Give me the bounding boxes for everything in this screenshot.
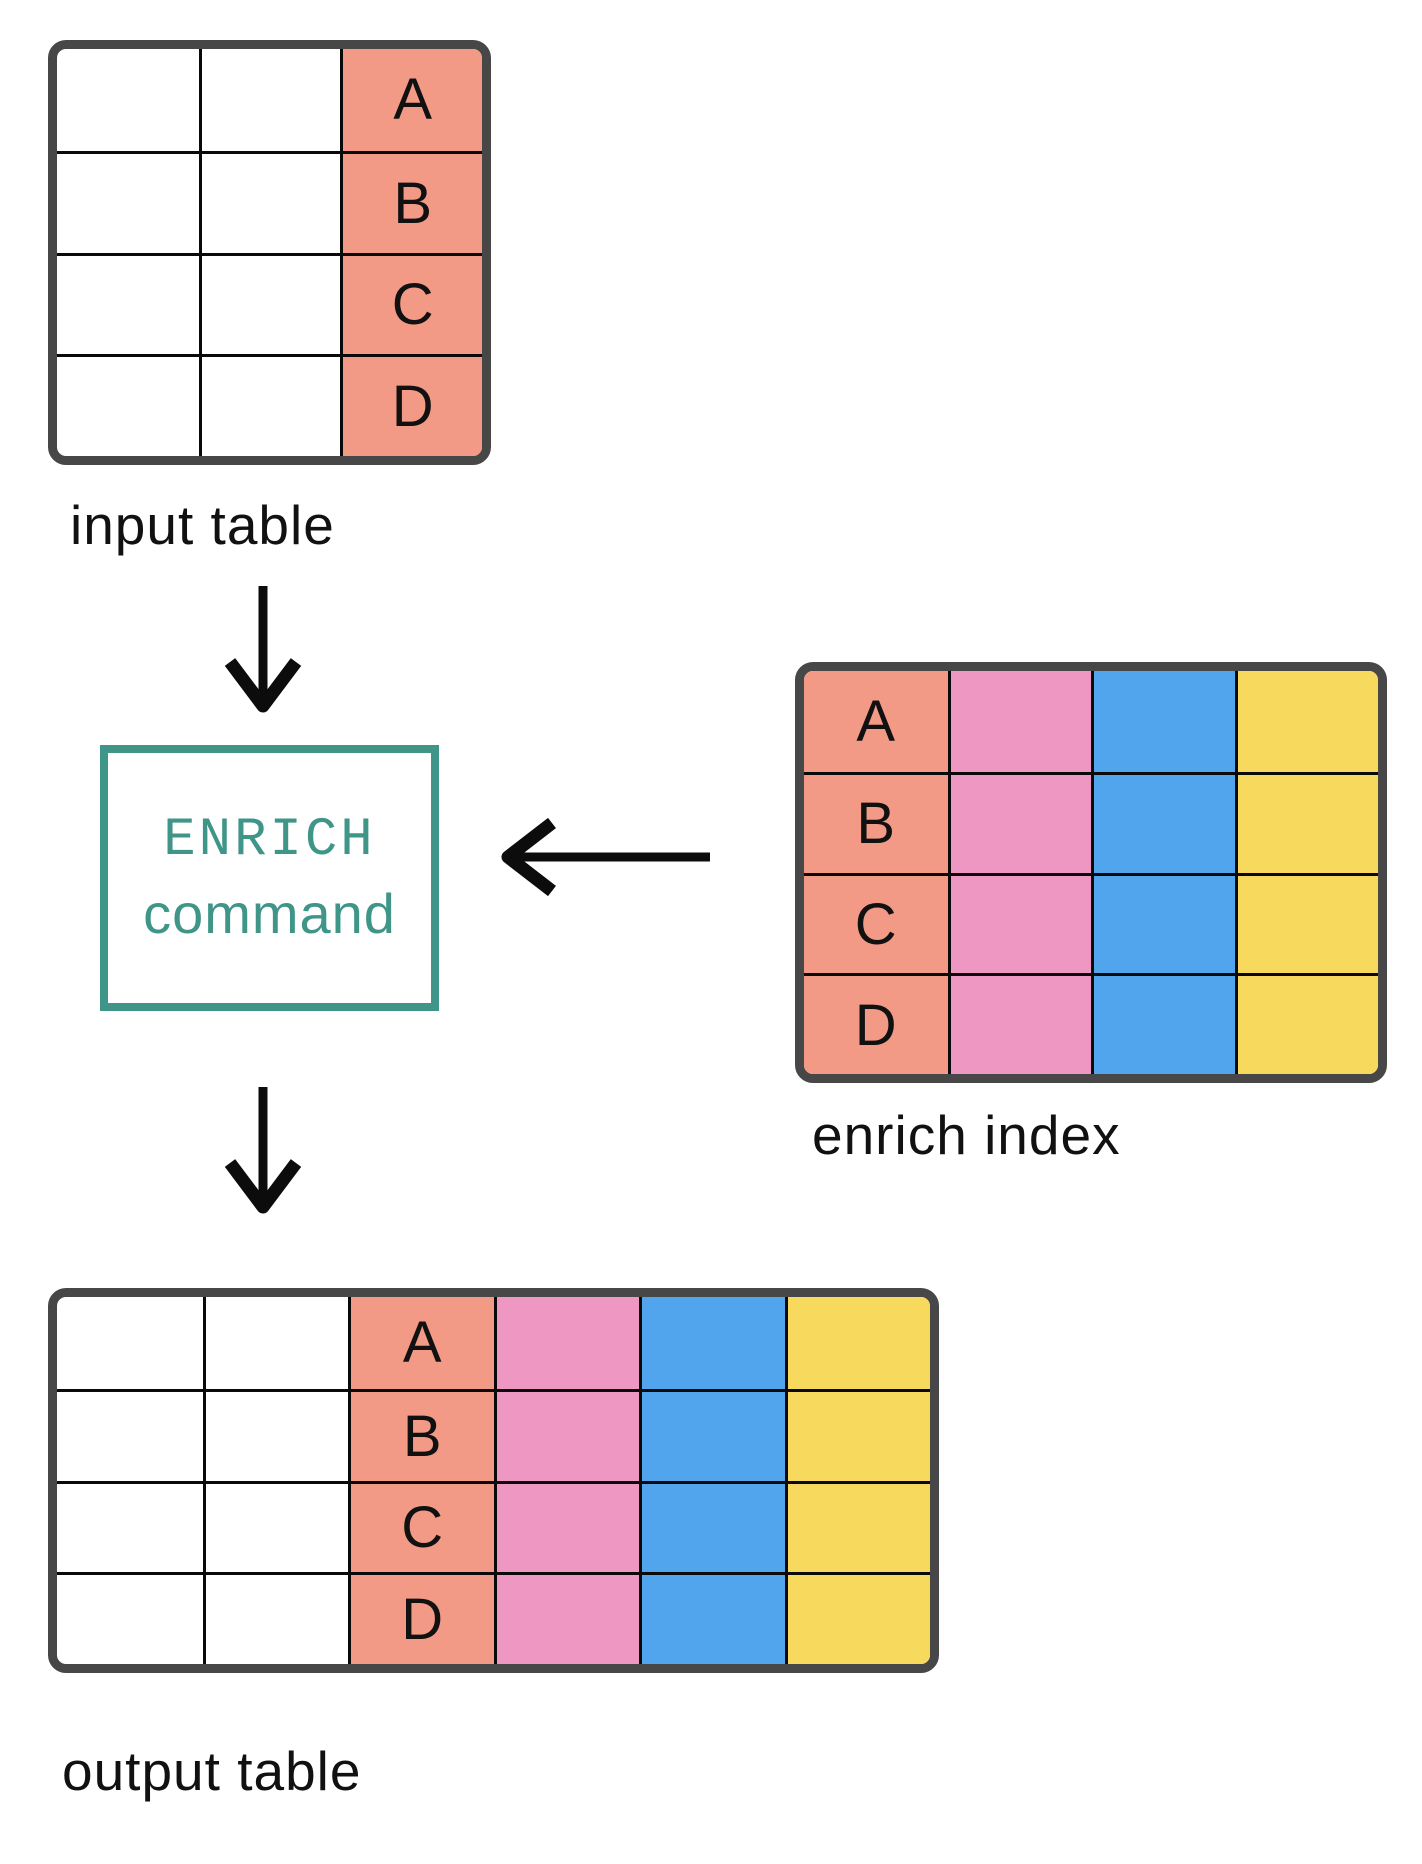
enrich-command-word: command	[143, 882, 396, 945]
key-letter: B	[393, 170, 432, 236]
output-table-cell	[57, 1572, 203, 1664]
output-table-cell-yellow	[784, 1572, 930, 1664]
output-table-cell-pink	[493, 1297, 639, 1389]
enrich-index-table: A B C D	[795, 662, 1387, 1083]
output-table-cell-yellow	[784, 1480, 930, 1573]
input-table-cell	[57, 354, 199, 456]
output-table-key-cell: D	[348, 1572, 494, 1664]
enrich-index-key-cell: B	[804, 771, 948, 873]
key-letter: B	[402, 1403, 442, 1469]
enrich-index-key-cell: A	[804, 671, 948, 772]
down-arrow-icon	[224, 1087, 302, 1214]
output-table-cell-pink	[493, 1480, 639, 1573]
left-arrow-icon	[501, 817, 710, 897]
key-letter: B	[856, 791, 896, 857]
key-letter: D	[401, 1587, 444, 1653]
enrich-index-label: enrich index	[812, 1104, 1121, 1166]
key-letter: D	[391, 374, 434, 440]
enrich-index-cell-blue	[1091, 973, 1235, 1074]
input-table-key-cell: D	[340, 354, 482, 456]
output-table-key-cell: B	[348, 1388, 494, 1481]
input-table-cell	[57, 252, 199, 355]
input-table-key-cell: B	[340, 150, 482, 253]
output-table-cell	[202, 1388, 348, 1481]
output-table-cell-yellow	[784, 1388, 930, 1481]
enrich-index-cell-pink	[947, 872, 1091, 974]
enrich-index-cell-blue	[1091, 671, 1235, 772]
output-table-cell-blue	[639, 1480, 785, 1573]
key-letter: A	[402, 1310, 442, 1376]
down-arrow-icon	[224, 586, 302, 713]
input-table-key-cell: A	[340, 49, 482, 151]
enrich-index-key-cell: C	[804, 872, 948, 974]
output-table-cell	[202, 1480, 348, 1573]
input-table-cell	[198, 150, 341, 253]
input-table-cell	[198, 49, 341, 151]
output-table-key-cell: A	[348, 1297, 494, 1389]
input-table-cell	[57, 150, 199, 253]
output-table-cell-blue	[639, 1388, 785, 1481]
key-letter: C	[401, 1495, 444, 1561]
output-table-cell	[202, 1572, 348, 1664]
input-table-cell	[198, 252, 341, 355]
output-table-label: output table	[62, 1740, 362, 1802]
enrich-index-cell-yellow	[1234, 671, 1378, 772]
input-table: A B C D	[48, 40, 491, 465]
enrich-index-cell-yellow	[1234, 872, 1378, 974]
enrich-command-keyword: ENRICH	[163, 810, 376, 871]
enrich-index-cell-pink	[947, 973, 1091, 1074]
enrich-index-cell-pink	[947, 771, 1091, 873]
input-table-cell	[198, 354, 341, 456]
enrich-index-cell-yellow	[1234, 771, 1378, 873]
input-table-key-cell: C	[340, 252, 482, 355]
output-table-cell	[57, 1480, 203, 1573]
key-letter: C	[854, 891, 897, 957]
output-table-cell-blue	[639, 1572, 785, 1664]
output-table-cell-pink	[493, 1572, 639, 1664]
key-letter: A	[393, 67, 432, 133]
output-table-cell	[57, 1388, 203, 1481]
key-letter: C	[391, 272, 434, 338]
output-table: A B C D	[48, 1288, 939, 1673]
enrich-index-cell-blue	[1091, 771, 1235, 873]
output-table-cell	[202, 1297, 349, 1389]
output-table-cell-pink	[493, 1388, 639, 1481]
key-letter: A	[856, 688, 896, 754]
enrich-index-key-cell: D	[804, 973, 948, 1074]
enrich-command-box: ENRICH command	[100, 745, 439, 1011]
enrich-index-cell-pink	[947, 671, 1091, 772]
output-table-cell-blue	[639, 1297, 785, 1389]
output-table-cell	[57, 1297, 203, 1389]
enrich-index-cell-yellow	[1234, 973, 1378, 1074]
enrich-index-cell-blue	[1091, 872, 1235, 974]
key-letter: D	[854, 992, 897, 1058]
input-table-cell	[57, 49, 199, 151]
input-table-label: input table	[70, 494, 335, 556]
output-table-cell-yellow	[784, 1297, 930, 1389]
output-table-key-cell: C	[348, 1480, 494, 1573]
